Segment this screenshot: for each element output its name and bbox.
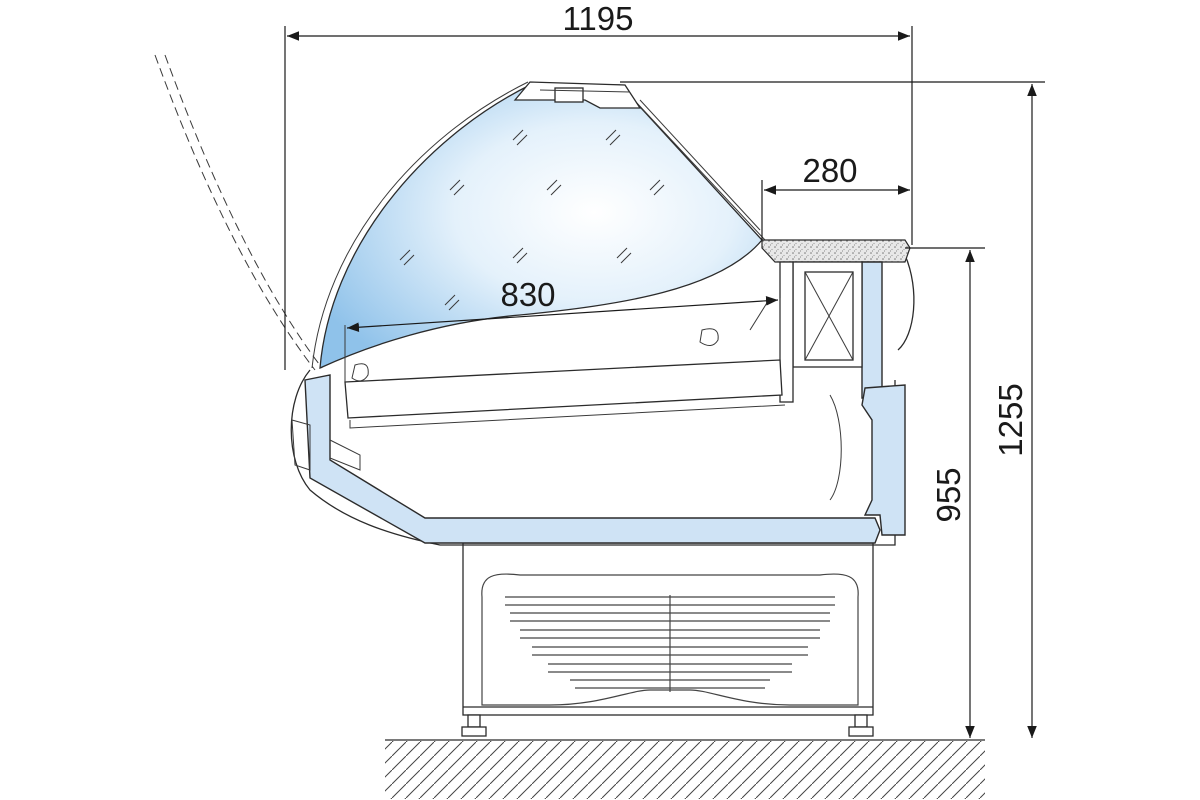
tub-frame — [304, 261, 906, 544]
vent-grille — [505, 595, 835, 692]
top-canopy-light — [513, 81, 642, 109]
dimension-label-overall-width: 1195 — [563, 0, 634, 37]
floor — [385, 739, 985, 799]
dimension-counter-height: 955 — [905, 247, 985, 738]
dimension-label-worktop-depth: 280 — [802, 152, 857, 189]
foot-left — [467, 714, 481, 728]
display-shelf — [344, 297, 786, 429]
curved-glass — [311, 81, 766, 370]
glass-reflections — [399, 129, 665, 311]
dimension-overall-height: 1255 — [620, 81, 1045, 738]
dimension-overall-width: 1195 — [284, 0, 913, 370]
case-outer-shell — [290, 254, 915, 546]
dimension-label-overall-height: 1255 — [992, 383, 1029, 456]
dimension-label-shelf-depth: 830 — [500, 276, 555, 313]
front-lower-panel — [291, 394, 842, 501]
foot-right — [854, 714, 868, 728]
rear-storage — [779, 261, 863, 403]
dimension-shelf-depth: 830 — [346, 276, 779, 333]
base-cabinet — [461, 542, 874, 737]
dimension-worktop-depth: 280 — [761, 152, 910, 240]
dimension-label-counter-height: 955 — [930, 467, 967, 522]
door-swing-arc — [154, 54, 323, 371]
worktop — [761, 239, 911, 263]
